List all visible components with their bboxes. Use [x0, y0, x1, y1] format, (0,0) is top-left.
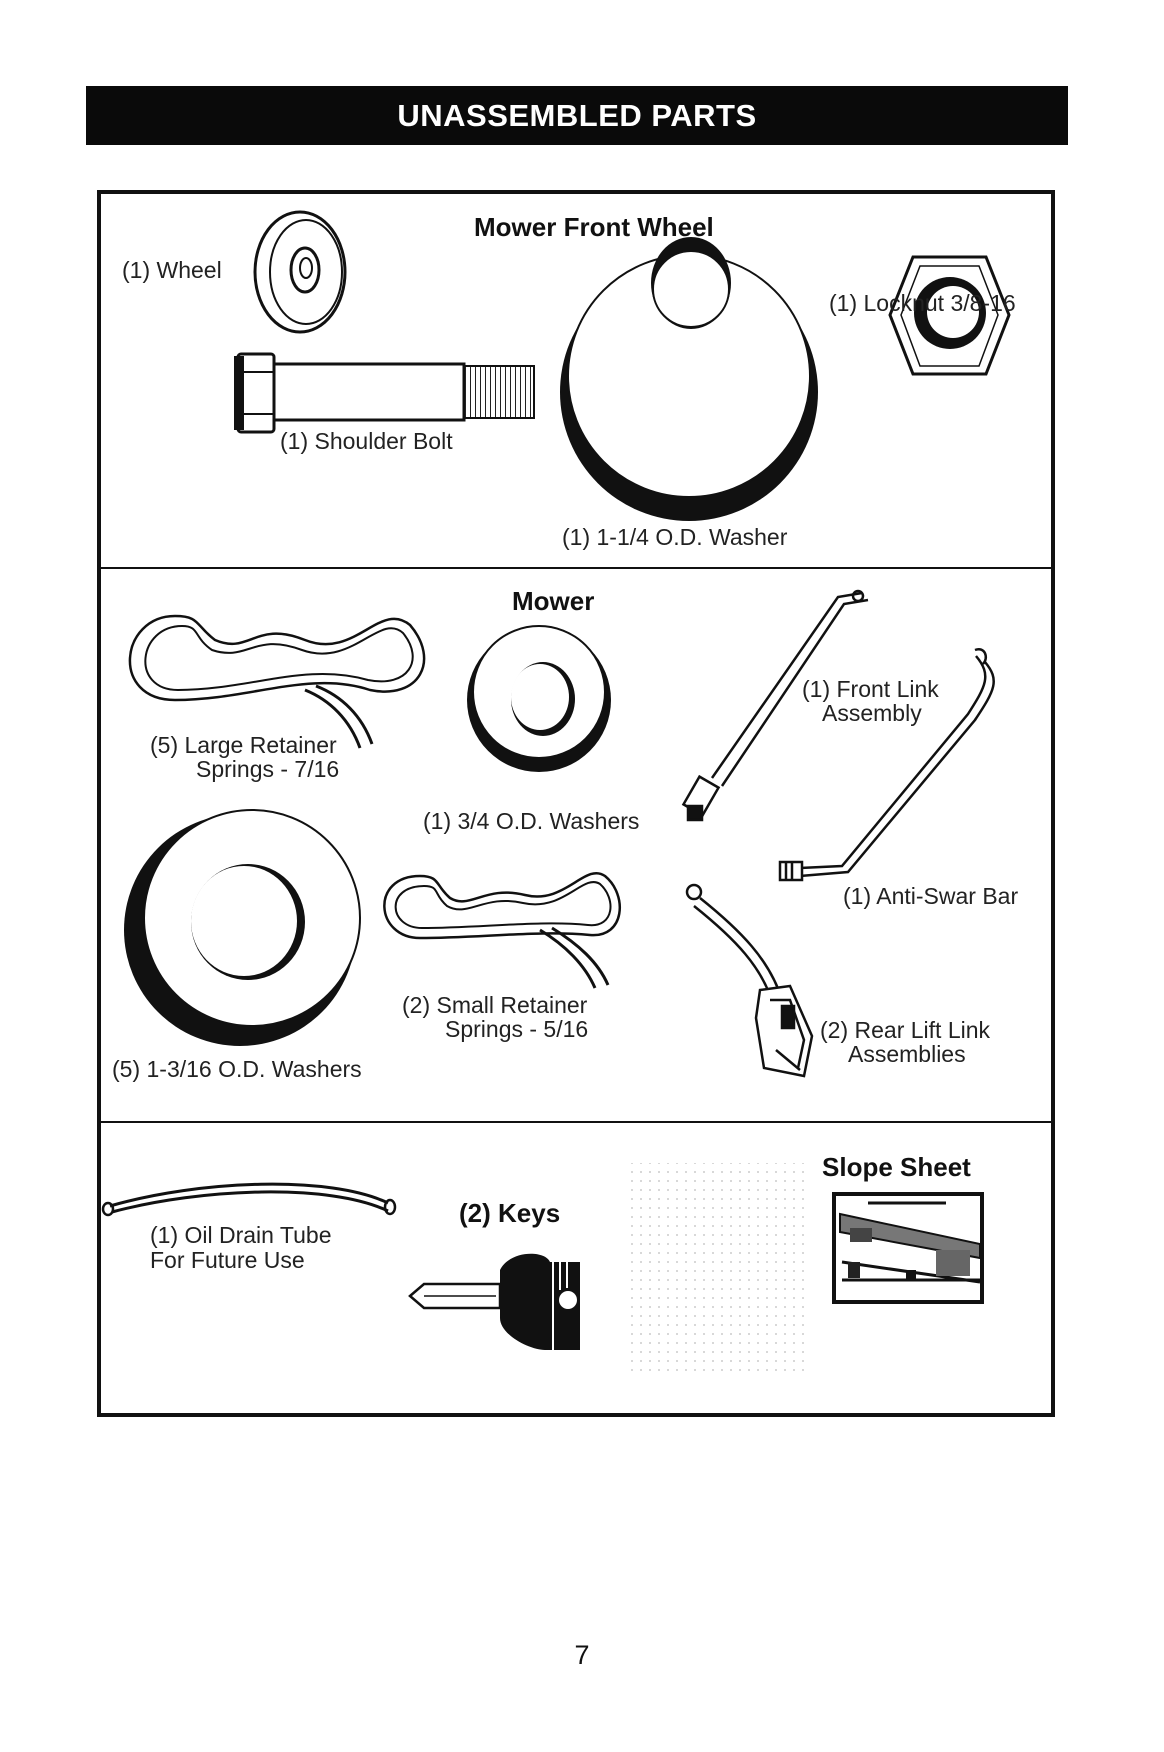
- washer-1316-illustration: [124, 809, 361, 1046]
- washer-large-illustration: [560, 237, 818, 521]
- wheel-illustration: [253, 210, 347, 334]
- oil-drain-tube-illustration: [101, 1182, 397, 1217]
- page-title-banner: UNASSEMBLED PARTS: [86, 86, 1068, 145]
- locknut-illustration: [888, 255, 1011, 376]
- rear-lift-label-line2: Assemblies: [848, 1041, 966, 1067]
- key-illustration: [408, 1253, 580, 1350]
- section-divider-1: [97, 567, 1055, 569]
- anti-sway-bar-illustration: [778, 647, 995, 882]
- slope-sheet-background: [630, 1163, 810, 1378]
- shoulder-bolt-label: (1) Shoulder Bolt: [280, 428, 453, 454]
- washer-34-label: (1) 3/4 O.D. Washers: [423, 808, 640, 834]
- front-link-label-line2: Assembly: [822, 700, 922, 726]
- large-retainer-spring-illustration: [128, 614, 426, 749]
- rear-lift-label-line1: (2) Rear Lift Link: [820, 1017, 991, 1043]
- front-wheel-heading: Mower Front Wheel: [474, 212, 714, 242]
- mower-heading: Mower: [512, 586, 595, 616]
- small-retainer-spring-illustration: [383, 872, 621, 989]
- front-link-label-line1: (1) Front Link: [802, 676, 939, 702]
- rear-lift-link-illustration: [685, 883, 814, 1078]
- washer-34-illustration: [467, 625, 611, 772]
- oil-tube-label-line2: For Future Use: [150, 1247, 305, 1273]
- slope-sheet-icon: [832, 1192, 984, 1304]
- page-title: UNASSEMBLED PARTS: [397, 97, 757, 133]
- anti-sway-label: (1) Anti-Swar Bar: [843, 883, 1019, 909]
- washer-label: (1) 1-1/4 O.D. Washer: [562, 524, 788, 550]
- wheel-label: (1) Wheel: [122, 257, 222, 283]
- locknut-label: (1) Locknut 3/8-16: [829, 290, 1016, 316]
- keys-heading: (2) Keys: [459, 1198, 561, 1228]
- small-springs-label-line2: Springs - 5/16: [445, 1016, 589, 1042]
- washer-1316-label: (5) 1-3/16 O.D. Washers: [112, 1056, 362, 1082]
- shoulder-bolt-illustration: [234, 352, 535, 434]
- large-springs-label-line1: (5) Large Retainer: [150, 732, 337, 758]
- small-springs-label-line1: (2) Small Retainer: [402, 992, 588, 1018]
- front-link-illustration: [681, 589, 869, 822]
- oil-tube-label-line1: (1) Oil Drain Tube: [150, 1222, 332, 1248]
- page-number: 7: [574, 1640, 590, 1670]
- parts-frame: [97, 190, 1055, 1417]
- slope-sheet-heading: Slope Sheet: [822, 1152, 971, 1182]
- section-divider-2: [97, 1121, 1055, 1123]
- large-springs-label-line2: Springs - 7/16: [196, 756, 340, 782]
